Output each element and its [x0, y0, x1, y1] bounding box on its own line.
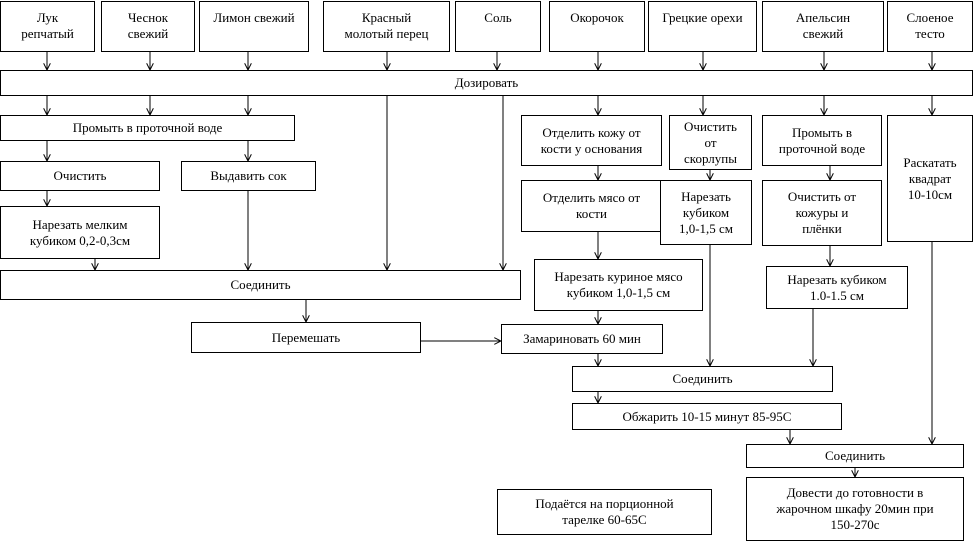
ingredient-chicken-leg: Окорочок [549, 1, 645, 52]
step-dice-chicken: Нарезать куриное мясо кубиком 1,0-1,5 см [534, 259, 703, 311]
step-dose: Дозировать [0, 70, 973, 96]
step-separate-meat: Отделить мясо от кости [521, 180, 662, 232]
step-combine-1: Соединить [0, 270, 521, 300]
step-shell-nuts: Очистить от скорлупы [669, 115, 752, 170]
ingredient-walnuts: Грецкие орехи [648, 1, 757, 52]
ingredient-lemon: Лимон свежий [199, 1, 309, 52]
step-combine-3: Соединить [746, 444, 964, 468]
step-combine-2: Соединить [572, 366, 833, 392]
step-dice-nuts: Нарезать кубиком 1,0-1,5 см [660, 180, 752, 245]
step-bake: Довести до готовности в жарочном шкафу 2… [746, 477, 964, 541]
step-serve: Подаётся на порционной тарелке 60-65С [497, 489, 712, 535]
step-peel: Очистить [0, 161, 160, 191]
ingredient-puff-pastry: Слоеное тесто [887, 1, 973, 52]
ingredient-pepper: Красный молотый перец [323, 1, 450, 52]
step-marinate: Замариновать 60 мин [501, 324, 663, 354]
step-fry: Обжарить 10-15 минут 85-95С [572, 403, 842, 430]
step-dice-orange: Нарезать кубиком 1.0-1.5 см [766, 266, 908, 309]
ingredient-garlic: Чеснок свежий [101, 1, 195, 52]
step-rinse-orange: Промыть в проточной воде [762, 115, 882, 166]
step-dice-fine: Нарезать мелким кубиком 0,2-0,3см [0, 206, 160, 259]
ingredient-onion: Лук репчатый [0, 1, 95, 52]
step-mix: Перемешать [191, 322, 421, 353]
step-peel-orange: Очистить от кожуры и плёнки [762, 180, 882, 246]
step-separate-skin: Отделить кожу от кости у основания [521, 115, 662, 166]
ingredient-orange: Апельсин свежий [762, 1, 884, 52]
step-rinse-running-water: Промыть в проточной воде [0, 115, 295, 141]
step-roll-out: Раскатать квадрат 10-10см [887, 115, 973, 242]
step-squeeze-juice: Выдавить сок [181, 161, 316, 191]
ingredient-salt: Соль [455, 1, 541, 52]
